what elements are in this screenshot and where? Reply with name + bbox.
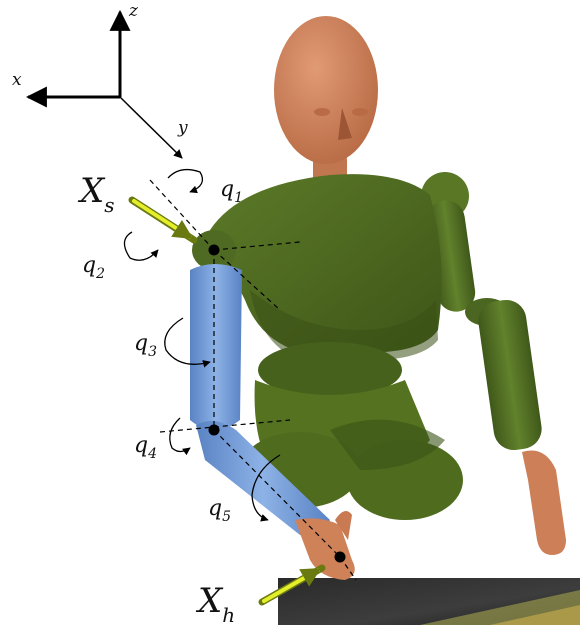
q3-label: q3 xyxy=(134,331,157,360)
q5-label: q5 xyxy=(208,496,231,525)
x-axis-label: x xyxy=(12,70,22,90)
q1-rotation-icon xyxy=(168,170,202,192)
head xyxy=(274,16,378,188)
hand-joint-dot xyxy=(335,552,346,563)
q4-label: q4 xyxy=(134,433,157,462)
shoulder-point-label: Xs xyxy=(77,171,114,217)
hand-point-label: Xh xyxy=(195,581,235,625)
elbow-joint-dot xyxy=(209,425,220,436)
z-axis-label: z xyxy=(128,1,139,21)
q2-rotation-icon xyxy=(124,232,158,260)
y-axis-label: y xyxy=(177,118,188,138)
coordinate-frame: z x y xyxy=(12,1,188,158)
floor-platform xyxy=(278,578,580,625)
q4-rotation-icon xyxy=(170,418,190,452)
q2-label: q2 xyxy=(82,253,105,282)
shoulder-joint-dot xyxy=(209,245,220,256)
q1-label: q1 xyxy=(220,177,243,206)
y-axis-arrow xyxy=(120,97,182,158)
